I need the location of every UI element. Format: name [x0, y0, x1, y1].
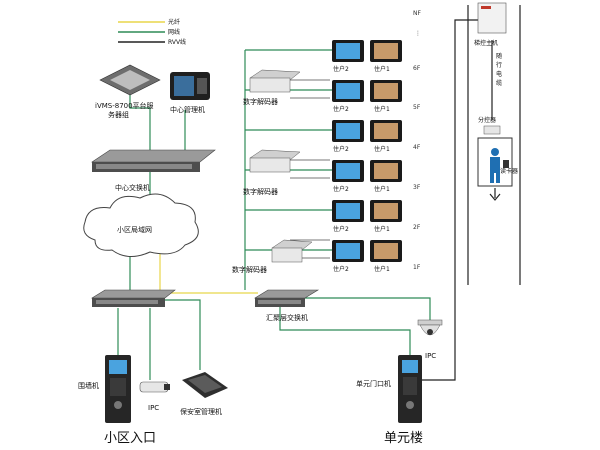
entrance-title: 小区入口	[104, 431, 156, 446]
floor-label: 2F	[413, 224, 421, 231]
fence-unit: 围墙机	[78, 355, 131, 423]
aggregation-switch-label: 汇聚层交换机	[266, 313, 308, 322]
monitor-label: 住户1	[374, 105, 390, 113]
wire-aggregation-unitdoor	[279, 305, 411, 355]
platform-server-label: iVMS-8700平台服	[95, 101, 154, 110]
monitor-row: 住户2 住户1	[332, 40, 402, 73]
svg-text:缆: 缆	[496, 79, 502, 87]
legend: 光纤 网线 RVV线	[118, 18, 186, 46]
entrance-switch	[90, 289, 176, 307]
legend-rvv-label: RVV线	[168, 38, 186, 46]
monitor-label: 住户1	[374, 65, 390, 73]
monitor-grid: 住户2 住户1 住户2 住户1 住户2 住户1 住户2 住户1 住户2	[332, 40, 402, 273]
floor-label: 3F	[413, 184, 421, 191]
decoder-3: 数字解码器	[232, 239, 313, 274]
monitor-label: 住户1	[374, 265, 390, 273]
platform-server: iVMS-8700平台服 务器组	[95, 64, 161, 119]
floor-label: 1F	[413, 264, 421, 271]
legend-fiber-label: 光纤	[168, 18, 180, 26]
monitor-row: 住户2 住户1	[332, 80, 402, 113]
platform-server-label-2: 务器组	[108, 110, 129, 119]
building-title: 单元楼	[384, 431, 423, 446]
monitor-label: 住户2	[333, 65, 349, 73]
network-cloud-label: 小区局域网	[117, 225, 152, 234]
decoder-1-label: 数字解码器	[243, 97, 278, 106]
svg-text:随: 随	[496, 52, 502, 60]
guard-manager: 保安室管理机	[180, 372, 228, 416]
svg-text:⋮: ⋮	[415, 30, 421, 37]
elevator-car: 读卡器	[477, 137, 518, 187]
svg-text:电: 电	[496, 70, 502, 78]
elevator-slave-controller: 分控器	[478, 116, 501, 135]
center-manager: 中心管理机	[170, 72, 210, 114]
elevator-down-arrow	[489, 188, 501, 201]
monitor-row: 住户2 住户1	[332, 120, 402, 153]
monitor-label: 住户1	[374, 225, 390, 233]
decoder-2-label: 数字解码器	[243, 187, 278, 196]
aggregation-switch: 汇聚层交换机	[253, 289, 320, 322]
guard-manager-label: 保安室管理机	[180, 407, 222, 416]
floor-label: 5F	[413, 104, 421, 111]
monitor-label: 住户1	[374, 185, 390, 193]
monitor-label: 住户2	[333, 105, 349, 113]
wire-rvv-unitdoor-elevator	[420, 19, 478, 381]
elevator-cable-label: 随 行 电 缆	[496, 52, 502, 87]
ipc-2-label: IPC	[425, 352, 436, 360]
unit-door-station: 单元门口机	[356, 355, 422, 423]
svg-text:行: 行	[496, 61, 502, 69]
floor-label: 6F	[413, 65, 421, 72]
floor-label: NF	[413, 10, 421, 17]
elevator-shaft	[467, 5, 521, 285]
floor-label: 4F	[413, 144, 421, 151]
monitor-row: 住户2 住户1	[332, 160, 402, 193]
monitor-row: 住户2 住户1	[332, 240, 402, 273]
wire-server-switch	[129, 95, 151, 150]
wire-decoder1-monitors	[290, 79, 330, 99]
monitor-row: 住户2 住户1	[332, 200, 402, 233]
ipc-2: IPC	[417, 319, 443, 360]
card-reader-label: 读卡器	[500, 167, 518, 175]
elevator-master: 梯控主机	[474, 2, 507, 47]
network-cloud: 小区局域网	[83, 193, 199, 257]
decoder-2: 数字解码器	[243, 149, 301, 196]
center-switch: 中心交换机	[91, 149, 216, 192]
center-switch-label: 中心交换机	[115, 183, 150, 192]
elevator-slave-label: 分控器	[478, 116, 496, 124]
wire-decoder2-monitors	[290, 159, 330, 179]
ipc-1: IPC	[139, 381, 170, 412]
legend-network-label: 网线	[168, 28, 180, 36]
monitor-label: 住户2	[333, 265, 349, 273]
monitor-label: 住户2	[333, 225, 349, 233]
monitor-label: 住户2	[333, 185, 349, 193]
wire-switch-guard	[160, 299, 201, 370]
monitor-label: 住户1	[374, 145, 390, 153]
center-manager-label: 中心管理机	[170, 105, 205, 114]
monitor-label: 住户2	[333, 145, 349, 153]
decoder-1: 数字解码器	[243, 69, 301, 106]
wire-aggregation-ipc2	[300, 297, 431, 320]
fence-unit-label: 围墙机	[78, 381, 99, 390]
decoder-3-label: 数字解码器	[232, 265, 267, 274]
elevator-master-label: 梯控主机	[474, 39, 498, 47]
floor-labels: NF ⋮ 6F 5F 4F 3F 2F 1F	[413, 10, 421, 271]
unit-door-label: 单元门口机	[356, 379, 391, 388]
ipc-1-label: IPC	[148, 404, 159, 412]
